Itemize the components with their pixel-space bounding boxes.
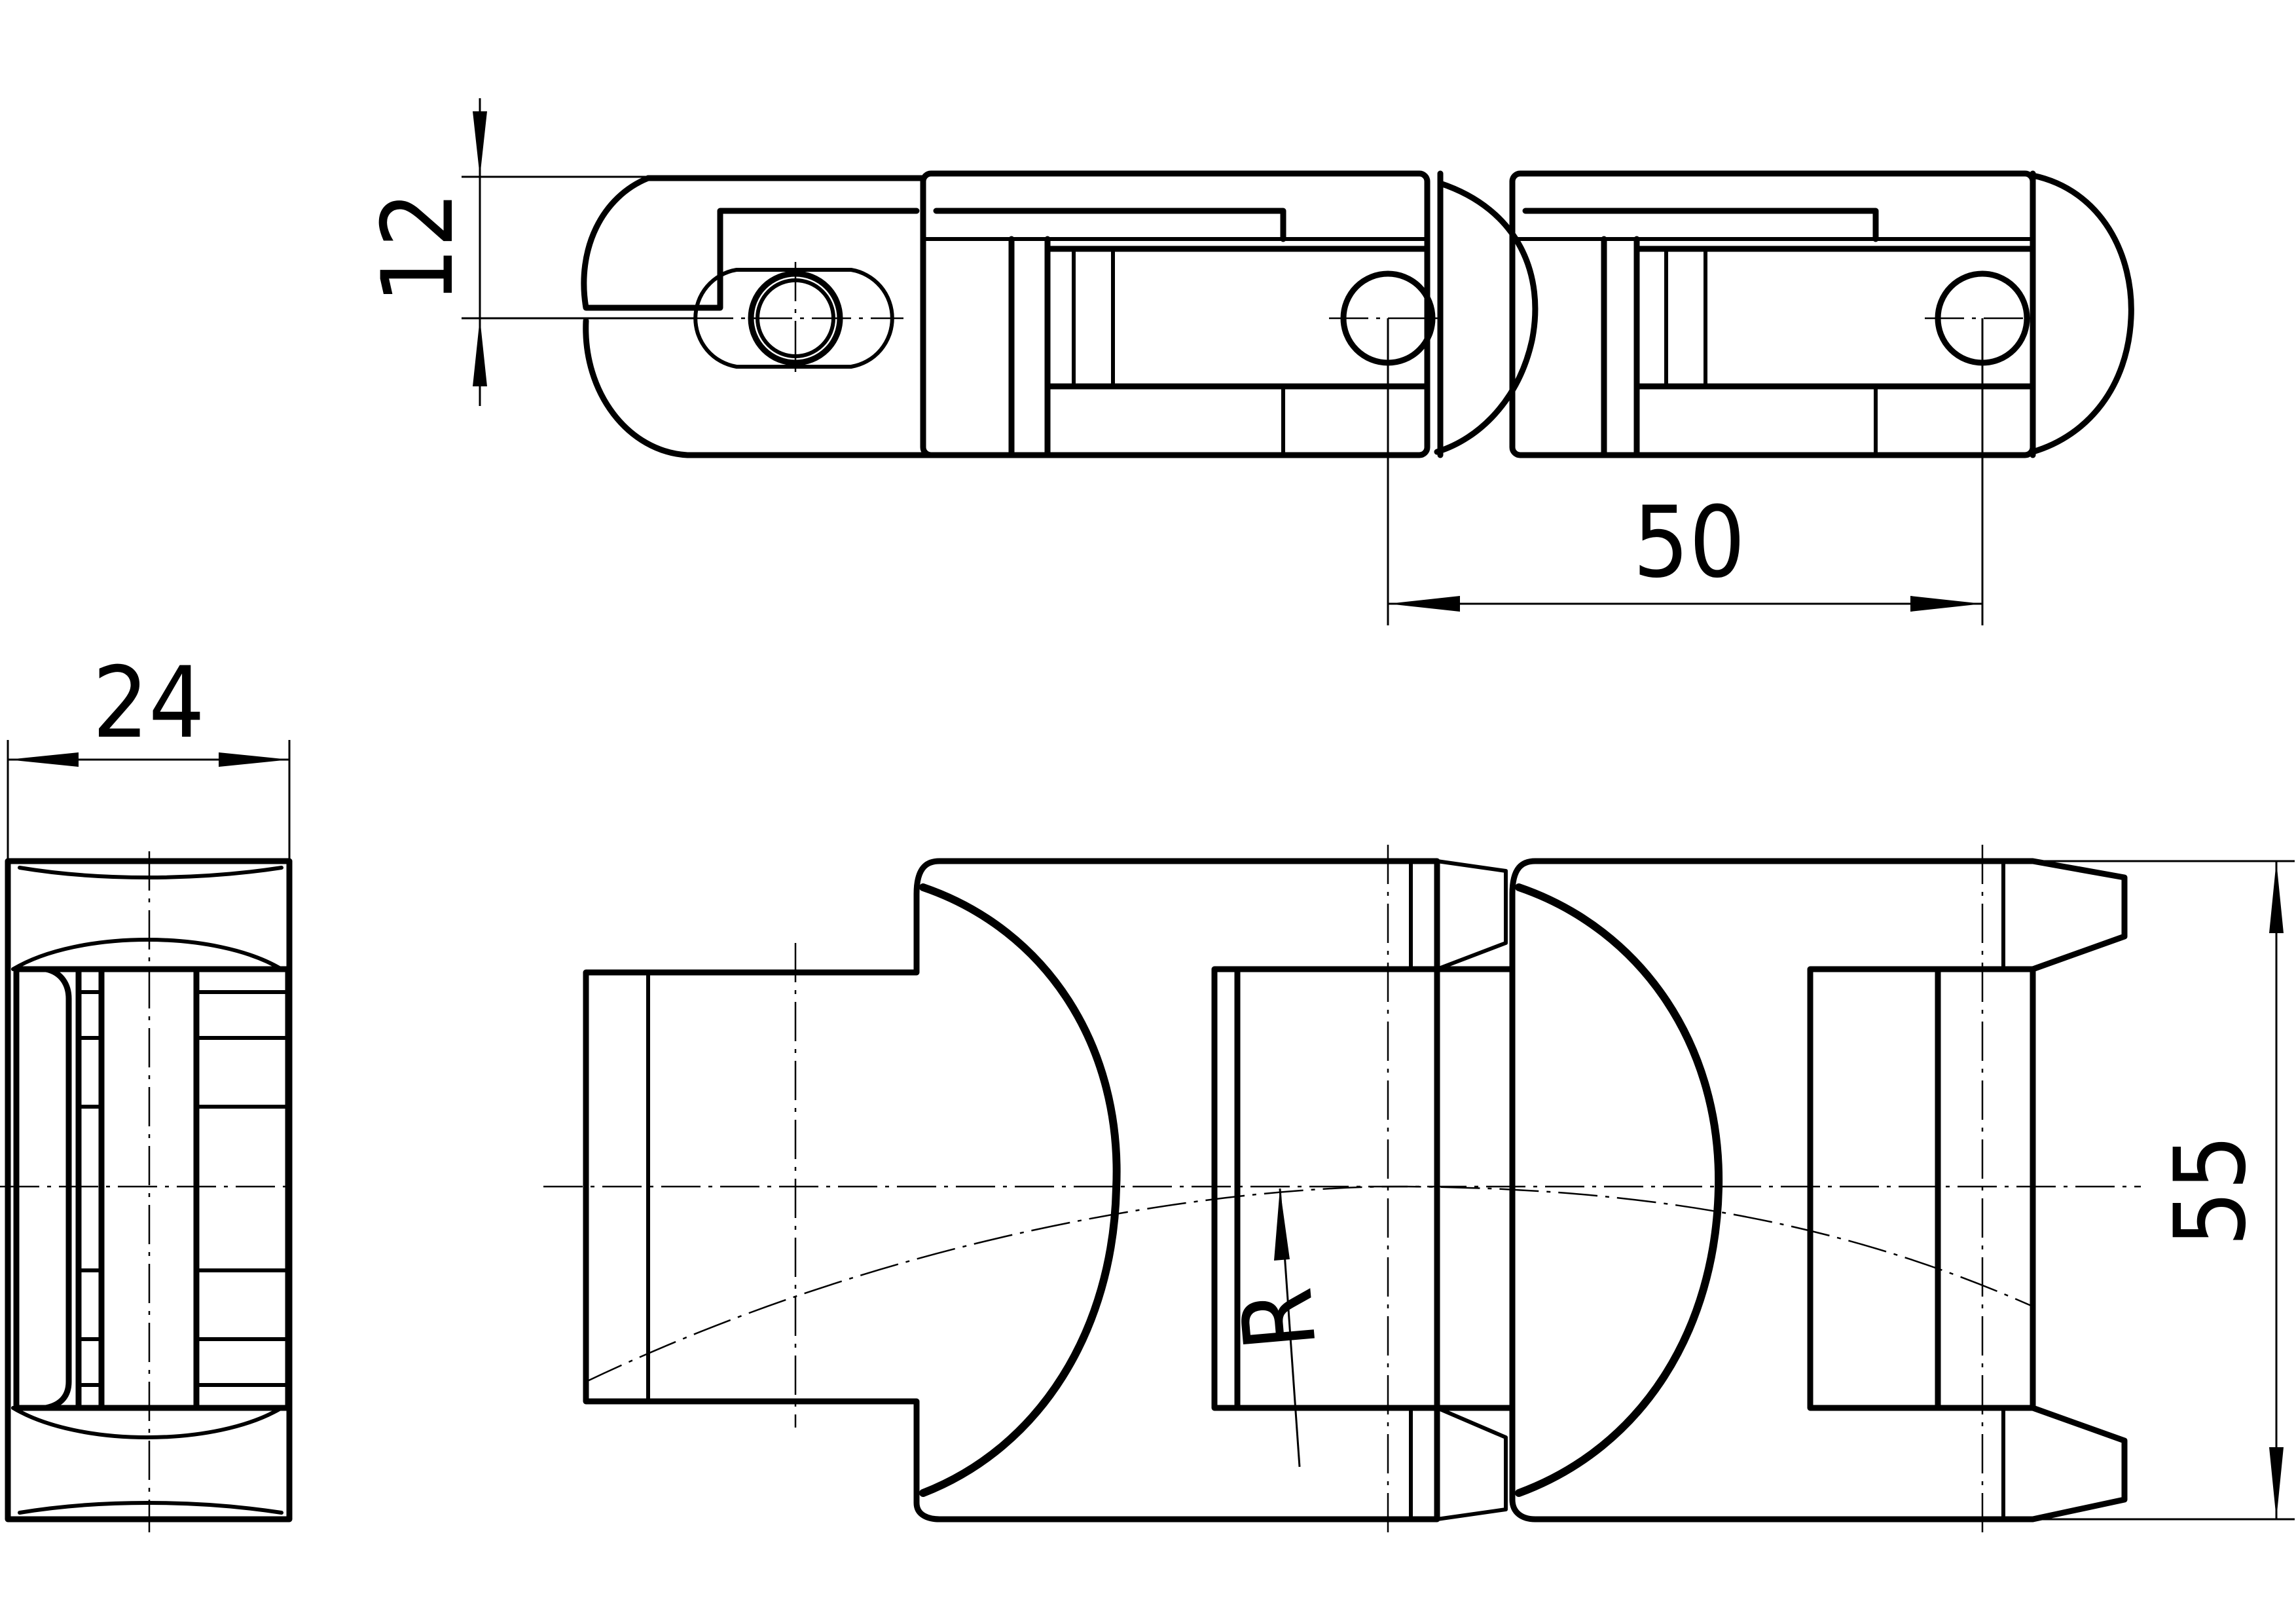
side-joint-arc — [1434, 180, 1539, 455]
side-link-1-inner-top — [933, 208, 1286, 242]
dim-24-label: 24 — [92, 646, 205, 760]
plan-link-2-outline — [1509, 858, 2128, 1522]
dim-50-arrow-right — [1910, 596, 1982, 612]
side-slot — [693, 268, 894, 369]
dim-12-label: 12 — [361, 191, 475, 304]
plan-radius-arrow — [1274, 1189, 1290, 1261]
dim-12-arrow-bottom — [473, 318, 487, 386]
dim-24-arrow-right — [219, 752, 289, 767]
end-inner-frame — [13, 966, 291, 1411]
end-bottom-curve — [18, 1501, 283, 1515]
dim-12-arrow-top — [473, 111, 487, 177]
side-link-1-outline — [920, 170, 1430, 458]
end-view: 24 — [0, 646, 293, 1532]
dim-55-arrow-bottom — [2269, 1447, 2284, 1519]
side-left-lower — [583, 318, 1398, 458]
dim-24-arrow-left — [8, 752, 79, 767]
dim-55-arrow-top — [2269, 861, 2284, 933]
side-right-end — [2030, 172, 2134, 455]
plan-link-1-arc — [919, 883, 1121, 1497]
end-lower-arc — [11, 1406, 283, 1439]
side-left-end — [581, 175, 920, 311]
plan-radius-label: R — [1220, 1283, 1339, 1355]
plan-mid-notch-top — [1435, 859, 1508, 971]
plan-radius-arc — [585, 1185, 2033, 1383]
side-link-2-inner-top — [1522, 208, 1879, 242]
end-upper-arc — [11, 938, 283, 971]
side-link-2-outline — [1509, 170, 2036, 458]
end-top-curve — [18, 866, 283, 879]
plan-link-1-outline — [583, 858, 1440, 1522]
plan-mid-notch-bottom — [1435, 1406, 1508, 1521]
side-view: 12 50 — [361, 98, 2134, 625]
dim-50-arrow-left — [1388, 596, 1460, 612]
end-left-roller — [13, 966, 72, 1411]
dim-50-label: 50 — [1633, 486, 1745, 600]
plan-link-2-arc — [1515, 883, 1723, 1497]
plan-view: R 55 — [543, 845, 2295, 1539]
dim-55-label: 55 — [2154, 1134, 2268, 1247]
